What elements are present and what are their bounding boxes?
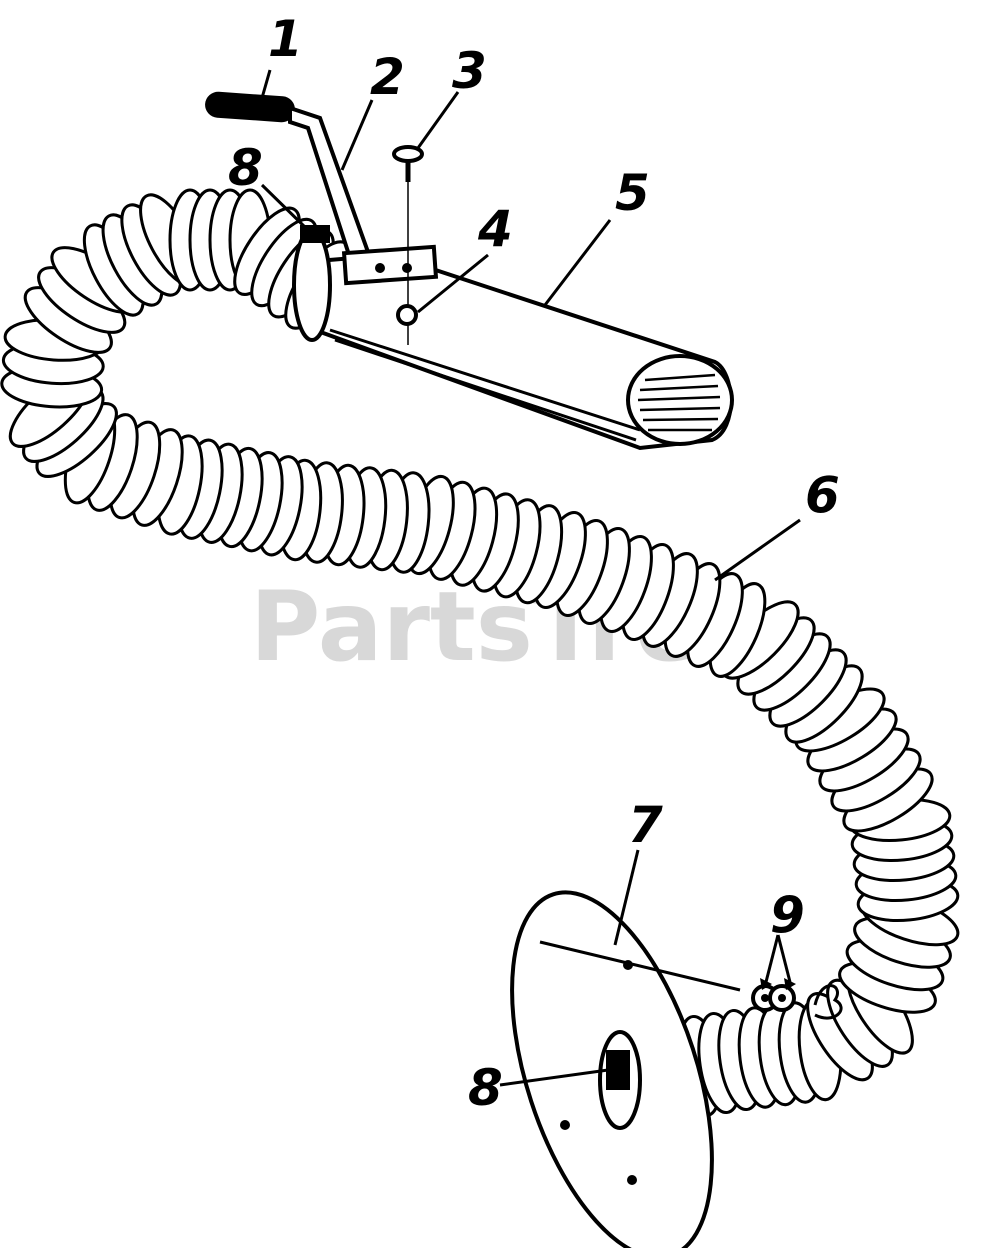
hose-clamp-bottom — [598, 1030, 642, 1130]
callout-2: 2 — [370, 48, 405, 106]
callout-9: 9 — [770, 886, 805, 944]
callout-1: 1 — [268, 10, 303, 68]
callout-8-bottom: 8 — [468, 1059, 503, 1117]
leader-lines — [260, 69, 801, 1087]
callout-7: 7 — [628, 796, 663, 854]
nut — [396, 304, 418, 326]
callout-4: 4 — [477, 200, 513, 258]
callout-3: 3 — [452, 42, 487, 100]
nozzle-tube — [302, 252, 734, 451]
hose-clamp-top — [292, 225, 332, 342]
callout-8-top: 8 — [228, 139, 263, 197]
handle-assembly — [205, 91, 439, 286]
washers — [751, 984, 843, 1020]
callout-5: 5 — [615, 164, 650, 222]
callout-6: 6 — [805, 466, 840, 524]
